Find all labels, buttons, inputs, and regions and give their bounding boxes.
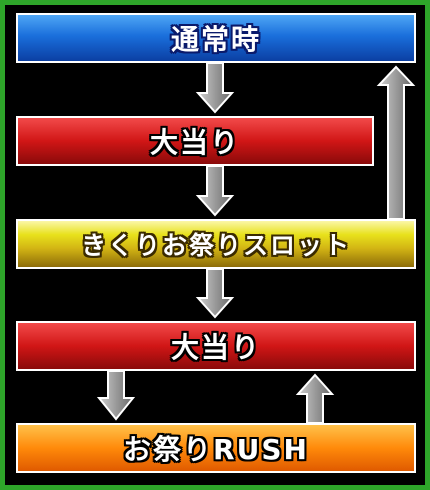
arrow-down-hit-to-slot — [195, 165, 235, 217]
flow-arrows — [96, 62, 416, 424]
state-big-hit-1: 大当り — [16, 116, 374, 166]
arrow-down-normal-to-hit — [195, 62, 235, 114]
flow-diagram: 通常時 大当り きくりお祭りスロット 大当り お祭りRUSH — [5, 5, 425, 485]
arrow-down-slot-to-hit — [195, 268, 235, 319]
arrow-up-rush-to-hit — [295, 373, 335, 424]
state-normal-label: 通常時 — [170, 23, 261, 56]
state-festival-rush-label: お祭りRUSH — [123, 433, 309, 466]
state-big-hit-2: 大当り — [16, 321, 416, 371]
state-festival-slot-label: きくりお祭りスロット — [80, 231, 351, 260]
arrow-down-hit-to-rush — [96, 370, 136, 421]
state-big-hit-2-label: 大当り — [170, 331, 261, 364]
arrow-up-slot-to-normal — [376, 65, 416, 220]
state-festival-rush: お祭りRUSH — [16, 423, 416, 473]
state-big-hit-1-label: 大当り — [149, 126, 240, 159]
state-normal: 通常時 — [16, 13, 416, 63]
state-festival-slot: きくりお祭りスロット — [16, 219, 416, 269]
